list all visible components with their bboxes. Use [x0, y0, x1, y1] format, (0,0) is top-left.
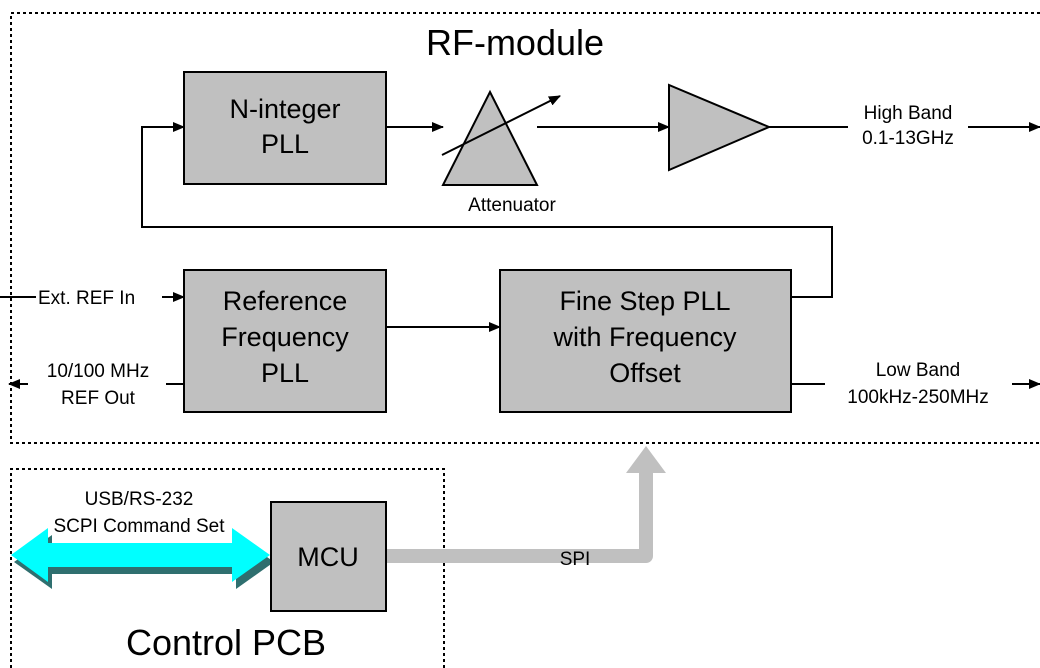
attenuator-label: Attenuator	[468, 195, 556, 216]
low-band-label: Low Band	[876, 360, 961, 381]
ref-out-label-line-2: REF Out	[61, 388, 136, 409]
n-integer-pll-line-2: PLL	[261, 129, 309, 159]
mcu-label: MCU	[297, 542, 359, 572]
reference-pll-line-3: PLL	[261, 358, 309, 388]
usb-rs232-double-arrow	[11, 528, 274, 589]
high-band-label: High Band	[864, 103, 953, 124]
control-pcb-frame	[10, 468, 445, 668]
high-band-range: 0.1-13GHz	[862, 128, 954, 149]
mcu-block: MCU	[270, 501, 387, 612]
amplifier-triangle	[668, 83, 772, 172]
reference-pll-line-2: Frequency	[221, 322, 349, 352]
spi-bus-arrow	[386, 446, 666, 563]
fine-step-pll-line-3: Offset	[609, 358, 681, 388]
n-integer-pll-block: N-integer PLL	[183, 71, 387, 185]
reference-frequency-pll-block: Reference Frequency PLL	[183, 269, 387, 413]
attenuator: Attenuator	[441, 89, 561, 216]
reference-pll-line-1: Reference	[223, 286, 348, 316]
fine-step-pll-block: Fine Step PLL with Frequency Offset	[499, 269, 792, 413]
rf-module-frame	[10, 12, 1040, 444]
control-pcb-title: Control PCB	[126, 622, 326, 663]
fine-step-pll-line-1: Fine Step PLL	[559, 286, 730, 316]
feedback-loop-arrow	[141, 122, 833, 298]
usb-rs232-label: USB/RS-232	[85, 489, 194, 510]
ref-out-label-line-1: 10/100 MHz	[47, 361, 149, 382]
fine-step-pll-line-2: with Frequency	[552, 322, 737, 352]
spi-label: SPI	[560, 549, 591, 570]
ext-ref-in-label: Ext. REF In	[38, 288, 135, 309]
attenuator-adjust-arrow	[441, 95, 561, 156]
scpi-command-set-label: SCPI Command Set	[53, 516, 225, 537]
rf-module-title: RF-module	[426, 22, 604, 63]
low-band-range: 100kHz-250MHz	[847, 387, 989, 408]
n-integer-pll-line-1: N-integer	[229, 94, 340, 124]
